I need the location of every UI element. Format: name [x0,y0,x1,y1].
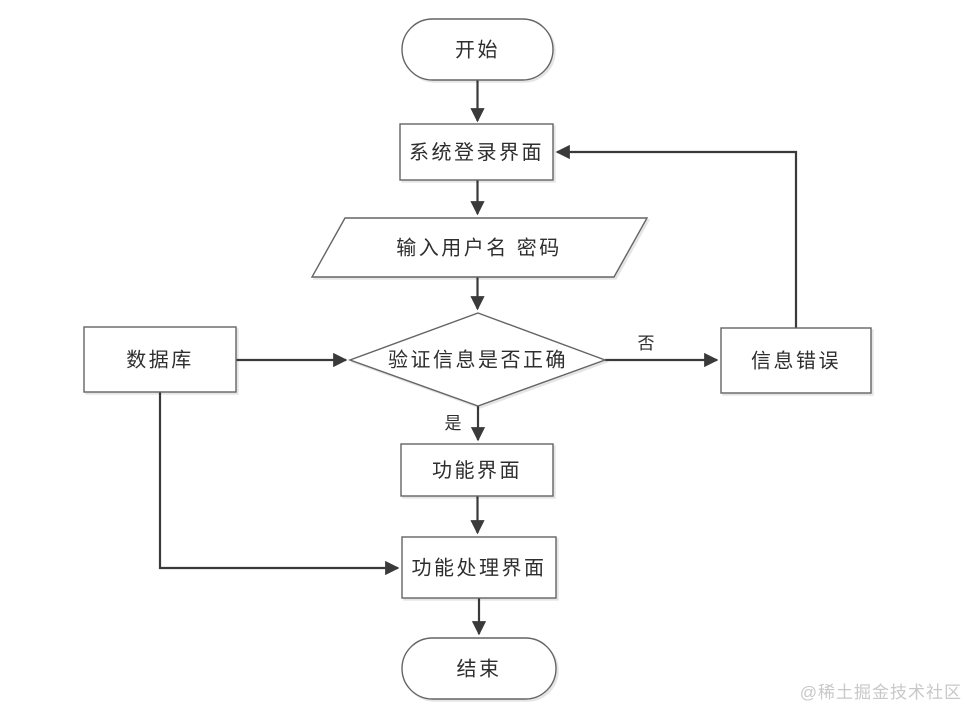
node-start-label: 开始 [455,39,500,62]
node-login-label: 系统登录界面 [409,141,544,164]
node-process-shape [401,536,557,599]
node-process: 功能处理界面 [401,536,557,599]
node-verify-shape [347,312,608,407]
node-verify-label: 验证信息是否正确 [388,349,568,372]
node-login: 系统登录界面 [399,123,554,181]
node-database-shape [83,326,237,393]
node-database-label: 数据库 [126,349,194,372]
edge-error-login [555,144,798,328]
node-input-shape [310,217,649,278]
edge-labels-layer: 是 否 [445,334,655,433]
edge-label-yes: 是 [445,414,462,433]
node-error-shape [720,327,872,394]
node-function-shape [400,443,554,497]
node-function-label: 功能界面 [432,459,522,482]
node-error: 信息错误 [720,327,872,394]
edge-label-no: 否 [638,334,655,353]
watermark: @稀土掘金技术社区 [799,683,962,702]
edge-database-process [158,392,400,576]
node-start: 开始 [401,18,554,81]
node-start-shape [401,18,554,81]
node-end-label: 结束 [457,658,502,681]
node-function: 功能界面 [400,443,554,497]
node-end-shape [401,637,557,700]
node-input-label: 输入用户名 密码 [396,237,562,260]
node-error-label: 信息错误 [751,350,841,373]
node-verify: 验证信息是否正确 [347,312,608,407]
node-database: 数据库 [83,326,237,393]
nodes-layer: 开始 系统登录界面 输入用户名 密码 验证信息是否正确 数据库 信息错误 [83,18,872,700]
node-end: 结束 [401,637,557,700]
connectors-layer [158,80,798,636]
node-login-shape [399,123,554,181]
node-input: 输入用户名 密码 [310,217,649,278]
node-process-label: 功能处理界面 [412,557,547,580]
